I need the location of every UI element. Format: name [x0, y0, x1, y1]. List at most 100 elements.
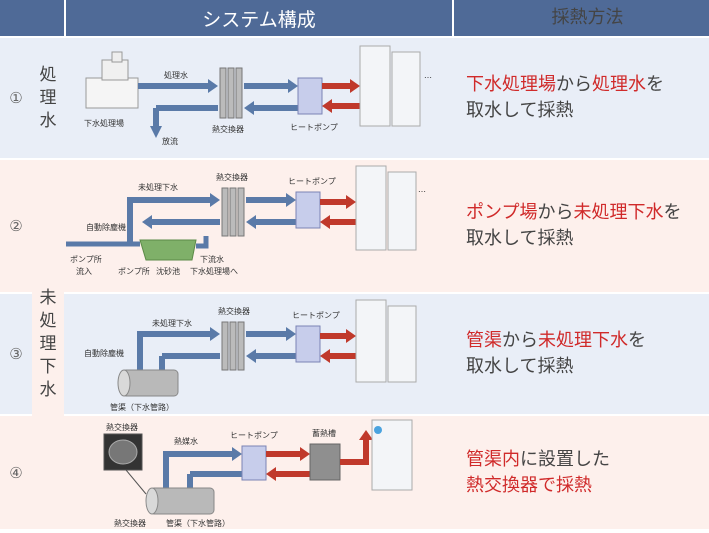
plain-text: に設置した	[520, 448, 610, 470]
medium-label: 熱媒水	[174, 436, 198, 446]
method-text: 管渠から未処理下水を取水して採熱	[466, 328, 709, 380]
supply-line	[340, 438, 369, 465]
row-4: ④ 熱交換器 熱媒水 ヒートポンプ	[0, 416, 709, 529]
method-text: ポンプ場から未処理下水を取水して採熱	[466, 200, 709, 252]
heat-pump-icon	[295, 325, 321, 363]
heatpump-label: ヒートポンプ	[290, 123, 338, 132]
diagram-1: 下水処理場 処理水 放流 熱交換器 ヒートポンプ	[66, 38, 452, 158]
row-number: ②	[9, 217, 23, 235]
outflow-line	[196, 236, 209, 249]
row-1: ① 処理水 下水処理場 処理水 放流	[0, 38, 709, 158]
arrow-icon	[359, 430, 373, 440]
method-text: 下水処理場から処理水を取水して採熱	[466, 72, 709, 124]
row-number: ④	[9, 463, 23, 482]
method-3: 管渠から未処理下水を取水して採熱	[454, 294, 709, 414]
pipe-label: 管渠（下水管路）	[110, 402, 174, 412]
untreated-line	[127, 197, 212, 242]
row-number: ①	[9, 89, 23, 107]
pointer-line	[125, 469, 147, 495]
inflow-label: 流入	[76, 266, 92, 276]
arrow-icon	[246, 349, 256, 363]
diagram-1-svg: 下水処理場 処理水 放流 熱交換器 ヒートポンプ	[84, 45, 432, 146]
method-2: ポンプ場から未処理下水を取水して採熱	[454, 160, 709, 292]
category-label: 処理水	[39, 64, 57, 131]
sewer-pipe-icon	[117, 369, 179, 397]
plain-text: から	[556, 74, 592, 95]
highlight-text: 下水処理場	[466, 74, 556, 95]
arrow-icon	[208, 79, 218, 93]
screen-label: 自動除塵機	[86, 222, 126, 232]
hx-bottom-label: 熱交換器	[114, 518, 146, 528]
storage-tank-icon	[309, 443, 341, 481]
row-2: ② 未処理下水 熱交換器 ヒートポンプ	[0, 160, 709, 292]
category-untreated: 未処理下水	[32, 160, 64, 529]
highlight-text: 処理水	[592, 74, 646, 95]
arrow-icon	[232, 447, 242, 461]
diagram-3: 未処理下水 熱交換器 ヒートポンプ	[66, 294, 452, 414]
diagram-4: 熱交換器 熱媒水 ヒートポンプ 蓄熱槽	[66, 416, 452, 529]
arrow-icon	[346, 195, 356, 209]
heat-pump-icon	[297, 77, 323, 115]
medium-line	[163, 451, 234, 488]
highlight-text: 管渠内	[466, 448, 520, 470]
building-icon	[371, 419, 413, 491]
dots-label: …	[418, 185, 426, 194]
untreated-label: 未処理下水	[138, 182, 178, 192]
sewer-label-2: 下水処理場へ	[190, 266, 238, 276]
screen-label: 自動除塵機	[84, 348, 124, 358]
heatpump-label: ヒートポンプ	[230, 431, 278, 440]
arrow-icon	[288, 79, 298, 93]
plain-text: を	[628, 330, 646, 351]
building-icon	[355, 165, 417, 251]
hx-label: 熱交換器	[212, 124, 244, 134]
arrow-icon	[210, 193, 220, 207]
method-text: 管渠内に設置した熱交換器で採熱	[466, 447, 709, 499]
arrow-icon	[150, 126, 162, 138]
category-label: 未処理下水	[39, 288, 57, 400]
grit-chamber-icon	[139, 239, 197, 261]
diagram-2: 未処理下水 熱交換器 ヒートポンプ	[66, 160, 452, 292]
hx-label: 熱交換器	[218, 306, 250, 316]
method-1: 下水処理場から処理水を取水して採熱	[454, 38, 709, 158]
arrow-icon	[142, 215, 152, 229]
discharge-label: 放流	[162, 136, 178, 146]
highlight-text: 熱交換器で採熱	[466, 474, 592, 496]
dots-label: …	[424, 71, 432, 80]
heat-exchanger-icon	[221, 321, 245, 371]
heat-pump-icon	[295, 191, 321, 229]
header-method: 採熱方法	[454, 0, 709, 36]
highlight-text: 管渠	[466, 330, 502, 351]
heat-exchanger-icon	[221, 187, 245, 237]
highlight-text: ポンプ場	[466, 202, 538, 223]
heat-pump-icon	[241, 445, 267, 481]
plain-text: 取水して採熱	[466, 228, 574, 249]
plain-text: から	[502, 330, 538, 351]
arrow-icon	[300, 447, 310, 461]
arrow-icon	[350, 79, 360, 93]
diagram-2-svg: 未処理下水 熱交換器 ヒートポンプ	[66, 165, 426, 276]
heatpump-label: ヒートポンプ	[292, 311, 340, 320]
grit-label: 沈砂池	[156, 266, 180, 276]
untreated-label: 未処理下水	[152, 318, 192, 328]
pump-label: ポンプ所	[118, 266, 150, 276]
arrow-icon	[346, 329, 356, 343]
hx-label: 熱交換器	[216, 172, 248, 182]
heatpump-label: ヒートポンプ	[288, 177, 336, 186]
diagram-3-svg: 未処理下水 熱交換器 ヒートポンプ	[84, 299, 417, 412]
header-blank	[0, 0, 64, 36]
treated-water-label: 処理水	[164, 70, 188, 80]
hx-photo-label: 熱交換器	[106, 422, 138, 432]
sewer-label-1: 下流水	[200, 254, 224, 264]
arrow-icon	[286, 193, 296, 207]
method-4: 管渠内に設置した熱交換器で採熱	[454, 416, 709, 529]
header-system: システム構成	[66, 0, 452, 36]
highlight-text: 未処理下水	[538, 330, 628, 351]
highlight-text: 未処理下水	[573, 202, 664, 223]
untreated-line	[137, 331, 212, 370]
arrow-icon	[246, 215, 256, 229]
arrow-icon	[244, 101, 254, 115]
plain-text: 取水して採熱	[466, 356, 574, 377]
building-icon	[355, 299, 417, 383]
plain-text: を	[663, 202, 682, 223]
